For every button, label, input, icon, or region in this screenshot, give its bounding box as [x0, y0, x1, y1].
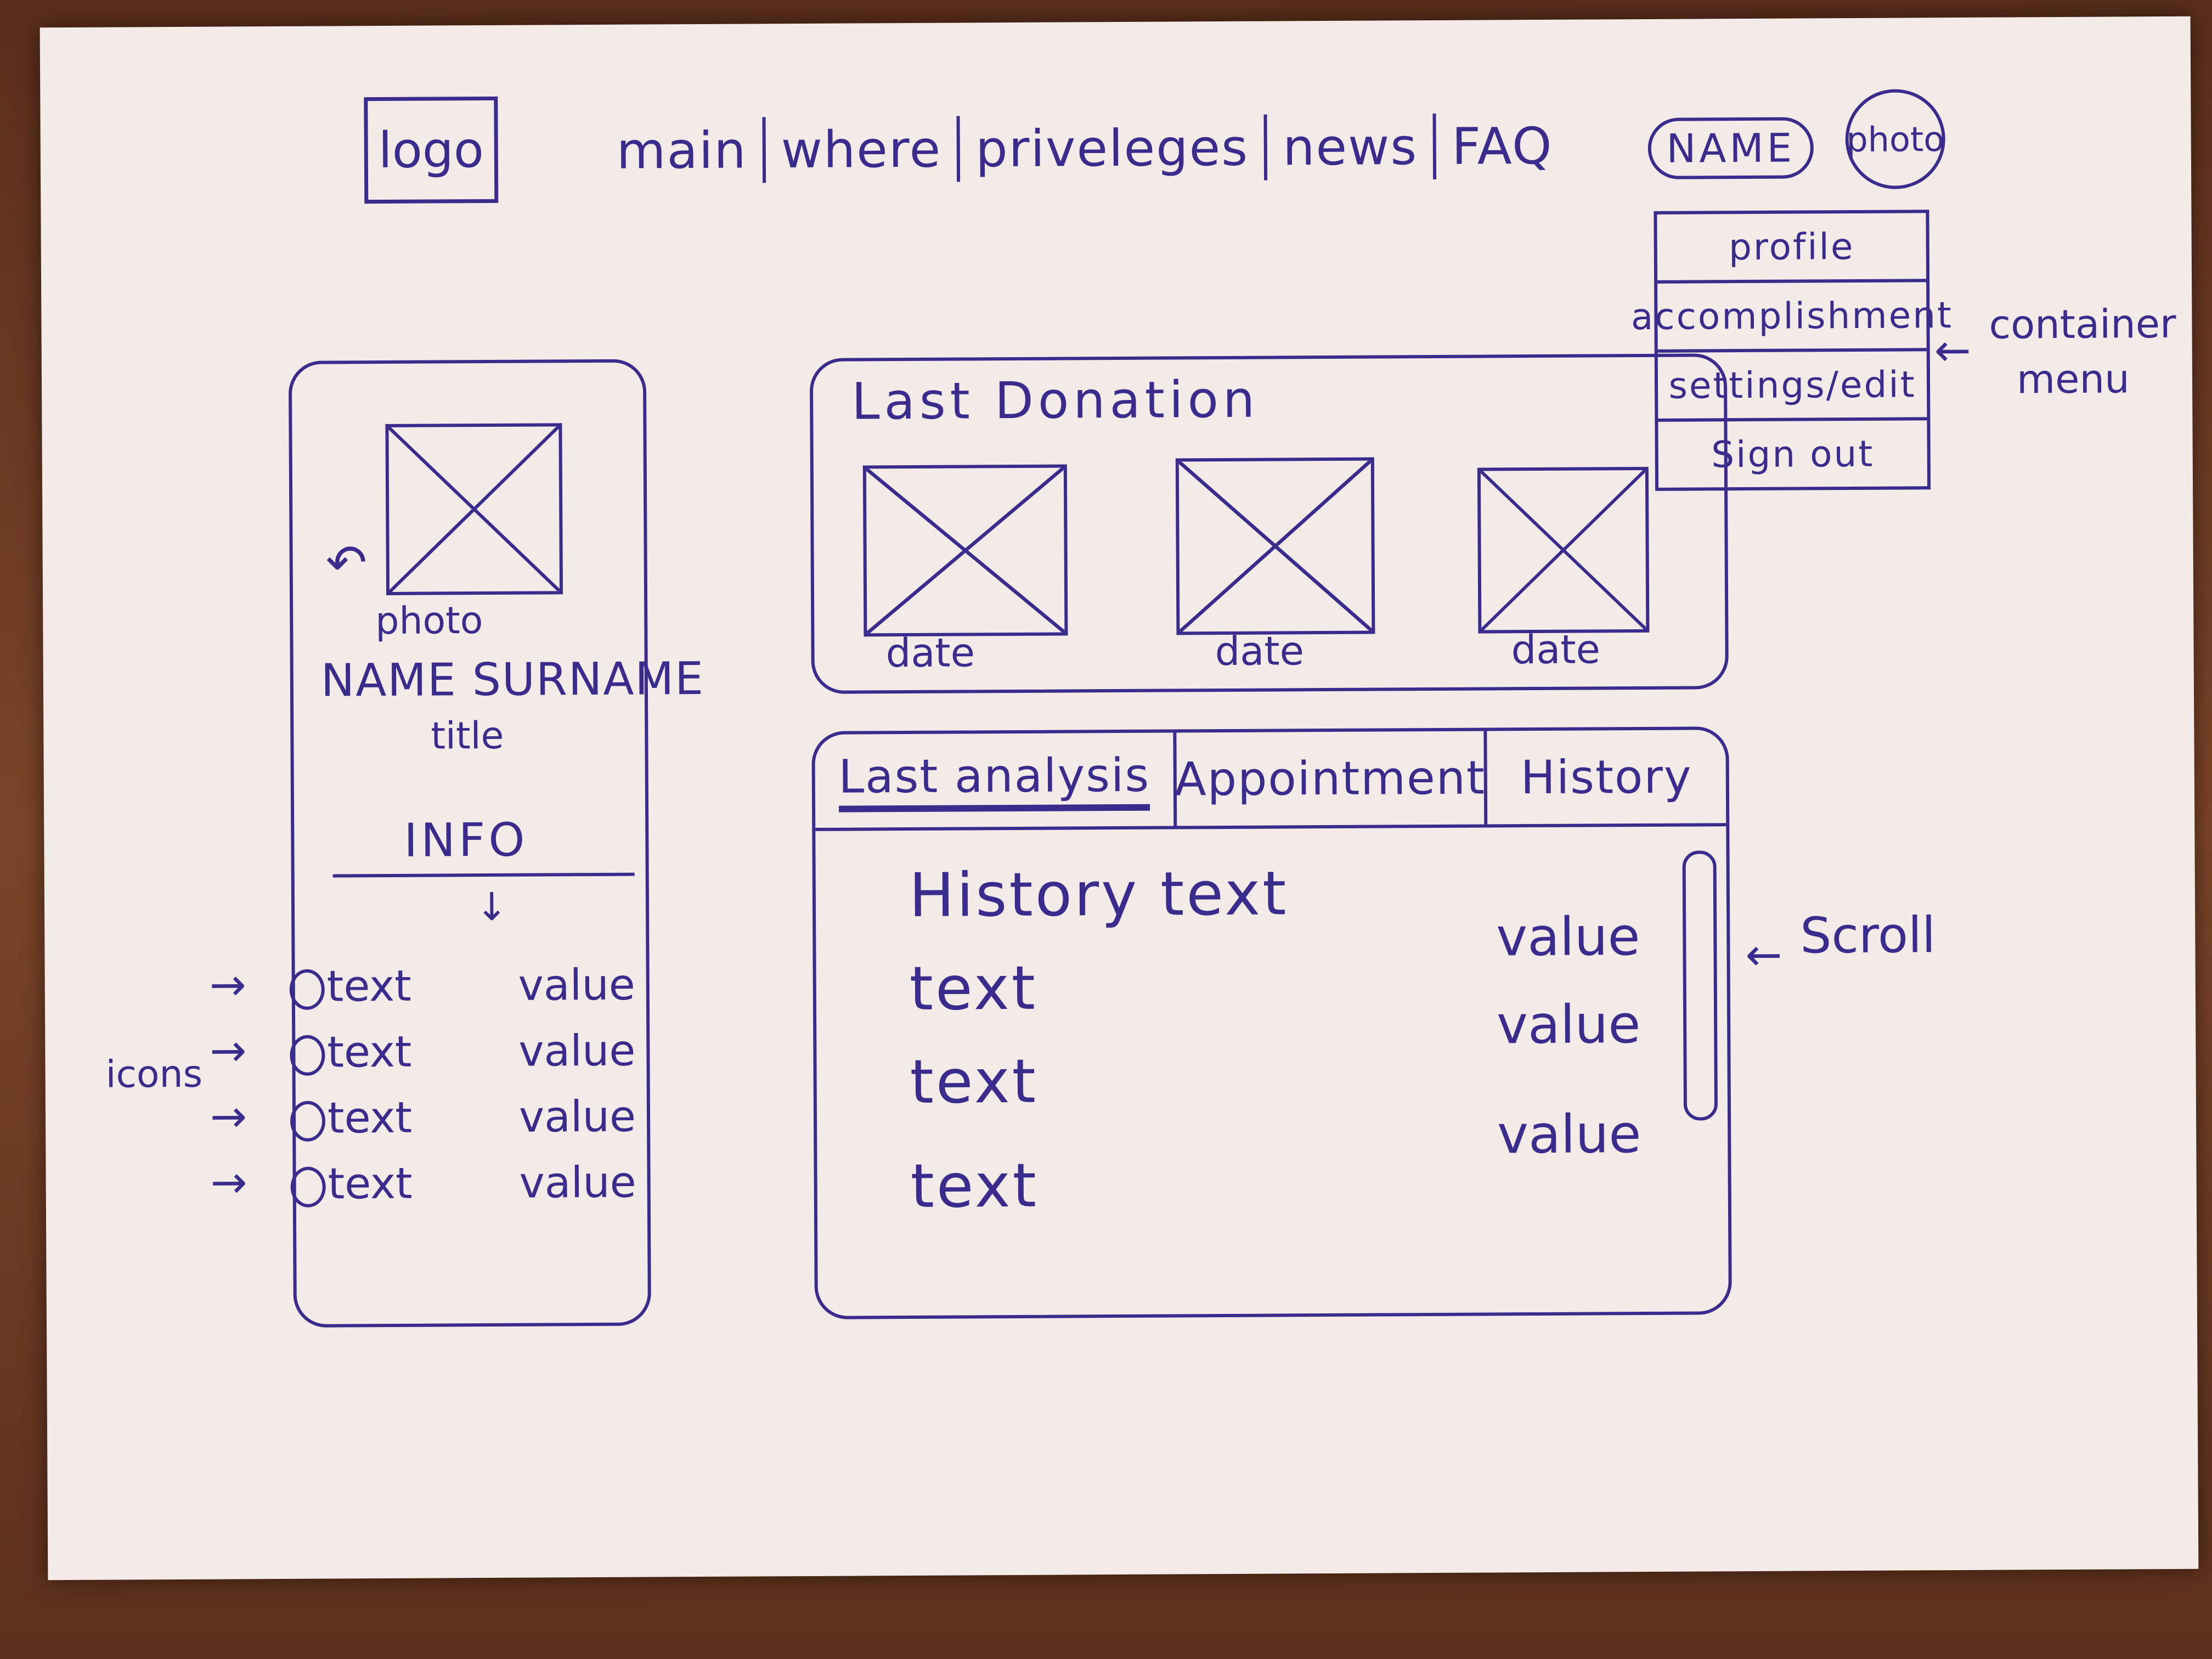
menu-item-accomplishment[interactable]: accomplishment	[1631, 282, 1953, 353]
profile-name: NAME SURNAME	[320, 652, 705, 707]
panel-heading: History text	[909, 858, 1289, 931]
image-placeholder-icon	[1480, 470, 1646, 630]
tab-last-analysis[interactable]: Last analysis	[815, 732, 1177, 828]
info-row-label: text	[327, 1093, 413, 1143]
icons-annotation-arrow: →	[209, 959, 247, 1011]
menu-annotation-line-2: menu	[2016, 356, 2130, 403]
icons-annotation: icons	[105, 1052, 203, 1097]
down-arrow-icon: ↓	[475, 884, 508, 930]
profile-title: title	[431, 714, 504, 758]
info-row: text value	[289, 960, 636, 1012]
last-donation-title: Last Donation	[851, 370, 1260, 431]
avatar[interactable]: photo	[1845, 89, 1946, 190]
logo[interactable]: logo	[364, 96, 499, 204]
profile-card: ↶ photo NAME SURNAME title INFO ↓ text v…	[288, 359, 704, 1328]
scrollbar[interactable]	[1682, 850, 1718, 1121]
donation-date: date	[1511, 626, 1601, 673]
tab-label: Last analysis	[838, 748, 1150, 812]
info-row: text value	[290, 1026, 636, 1077]
donation-image-placeholder[interactable]	[1477, 466, 1650, 634]
panel-value: value	[1497, 1103, 1641, 1166]
info-row-icon	[290, 1035, 325, 1076]
icons-annotation-arrow: →	[210, 1156, 247, 1208]
info-row-label: text	[327, 1027, 412, 1077]
tab-history[interactable]: History	[1487, 730, 1726, 824]
donation-date: date	[885, 629, 975, 676]
avatar-label: photo	[1846, 119, 1945, 160]
logo-text: logo	[378, 121, 484, 179]
info-row-value: value	[519, 1158, 636, 1208]
donation-date: date	[1215, 628, 1305, 675]
info-list: text value text value text value text va…	[289, 960, 636, 1209]
nav-separator	[956, 116, 961, 182]
panel-text-line: text	[910, 1150, 1039, 1221]
tab-bar: Last analysis Appointment History	[815, 730, 1726, 831]
image-placeholder-icon	[388, 426, 560, 592]
donation-image-placeholder[interactable]	[1175, 457, 1375, 635]
image-placeholder-icon	[1178, 460, 1372, 632]
info-row: text value	[290, 1158, 636, 1209]
donation-image-placeholder[interactable]	[862, 464, 1068, 637]
info-heading: INFO	[404, 812, 528, 867]
nav-separator	[1432, 113, 1437, 179]
user-name-label: NAME	[1666, 125, 1796, 172]
info-row-icon	[290, 1166, 326, 1207]
menu-annotation: container menu	[1989, 296, 2176, 407]
info-divider	[332, 872, 635, 878]
menu-annotation-line-1: container	[1989, 300, 2176, 348]
photo-caption: photo	[375, 599, 483, 644]
nav-item-priveleges[interactable]: priveleges	[975, 118, 1249, 178]
user-name-button[interactable]: NAME	[1647, 117, 1814, 179]
tab-label: History	[1520, 749, 1692, 805]
tab-appointment[interactable]: Appointment	[1175, 731, 1488, 826]
scroll-annotation-arrow: ←	[1745, 929, 1782, 981]
nav-item-where[interactable]: where	[781, 120, 942, 179]
tab-label: Appointment	[1175, 751, 1486, 806]
panel-value: value	[1496, 994, 1641, 1056]
menu-annotation-arrow: ←	[1934, 324, 1972, 376]
paper-sheet: logo main where priveleges news FAQ NAME…	[40, 16, 2199, 1581]
nav-item-main[interactable]: main	[616, 121, 747, 180]
scroll-annotation: Scroll	[1800, 906, 1936, 965]
icons-annotation-arrow: →	[210, 1091, 247, 1142]
info-row-label: text	[326, 961, 411, 1012]
top-nav: main where priveleges news FAQ	[616, 113, 1553, 184]
icons-annotation-arrow: →	[210, 1025, 247, 1076]
panel-text-line: text	[910, 1046, 1039, 1118]
nav-separator	[1263, 114, 1268, 180]
nav-separator	[762, 117, 766, 183]
menu-item-profile[interactable]: profile	[1657, 213, 1927, 284]
info-row-value: value	[518, 1092, 636, 1142]
info-row-label: text	[328, 1159, 413, 1209]
photo-annotation-arrow: ↶	[325, 534, 368, 592]
info-row-value: value	[518, 960, 636, 1011]
nav-item-news[interactable]: news	[1282, 117, 1418, 177]
info-row: text value	[290, 1092, 636, 1143]
panel-value: value	[1496, 906, 1640, 968]
image-placeholder-icon	[866, 467, 1065, 634]
last-donation-card: Last Donation date date date	[809, 353, 1729, 694]
info-row-icon	[290, 1101, 326, 1142]
nav-item-faq[interactable]: FAQ	[1451, 116, 1553, 176]
info-row-icon	[289, 969, 325, 1010]
panel-text-line: text	[909, 952, 1038, 1024]
analysis-tabs-panel: Last analysis Appointment History Histor…	[811, 726, 1732, 1319]
info-row-value: value	[518, 1026, 636, 1076]
profile-photo-placeholder[interactable]	[385, 423, 563, 595]
